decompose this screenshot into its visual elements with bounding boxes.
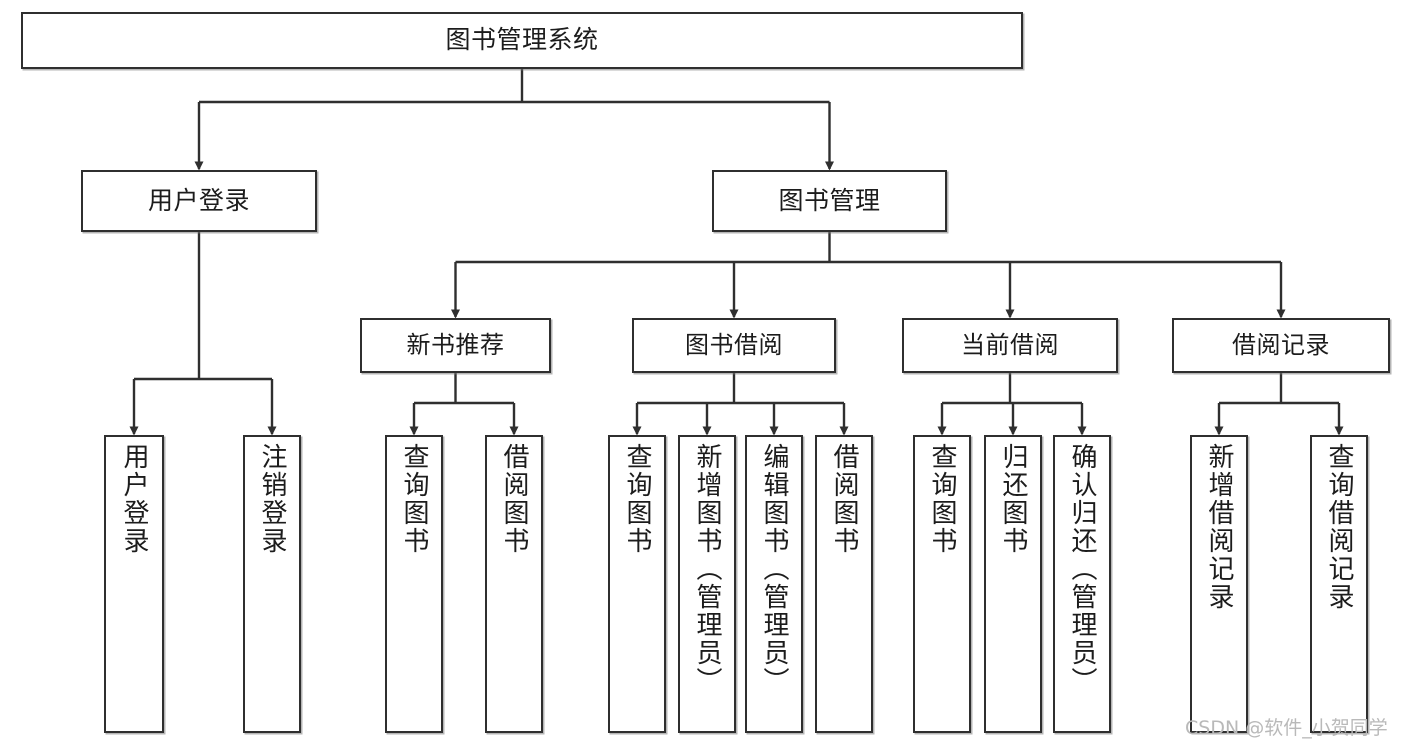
node-borrow-record-label: 借阅记录 bbox=[1232, 330, 1330, 359]
node-leaf-edit-book-admin-label: 编辑图书（管理员） bbox=[759, 443, 789, 695]
node-leaf-user-login-label: 用户登录 bbox=[119, 443, 149, 555]
node-current-borrow-label: 当前借阅 bbox=[961, 330, 1059, 359]
node-leaf-logout-label: 注销登录 bbox=[257, 443, 287, 555]
node-leaf-query-books-recommend-label: 查询图书 bbox=[399, 443, 429, 555]
node-leaf-add-book-admin[interactable]: 新增图书（管理员） bbox=[678, 435, 736, 733]
node-leaf-query-books-borrow[interactable]: 查询图书 bbox=[608, 435, 666, 733]
node-leaf-borrow-books[interactable]: 借阅图书 bbox=[815, 435, 873, 733]
node-leaf-logout[interactable]: 注销登录 bbox=[243, 435, 301, 733]
node-leaf-query-borrow-record-label: 查询借阅记录 bbox=[1324, 443, 1354, 611]
node-leaf-return-books-label: 归还图书 bbox=[998, 443, 1028, 555]
node-user-login[interactable]: 用户登录 bbox=[81, 170, 317, 232]
node-leaf-add-borrow-record-label: 新增借阅记录 bbox=[1204, 443, 1234, 611]
node-leaf-borrow-books-recommend-label: 借阅图书 bbox=[499, 443, 529, 555]
node-leaf-add-borrow-record[interactable]: 新增借阅记录 bbox=[1190, 435, 1248, 733]
node-leaf-query-books-recommend[interactable]: 查询图书 bbox=[385, 435, 443, 733]
node-book-management-label: 图书管理 bbox=[778, 185, 881, 215]
node-leaf-confirm-return-admin[interactable]: 确认归还（管理员） bbox=[1053, 435, 1111, 733]
node-book-borrow[interactable]: 图书借阅 bbox=[632, 318, 836, 373]
node-new-book-recommend[interactable]: 新书推荐 bbox=[360, 318, 551, 373]
node-leaf-add-book-admin-label: 新增图书（管理员） bbox=[692, 443, 722, 695]
node-book-borrow-label: 图书借阅 bbox=[685, 330, 783, 359]
node-user-login-label: 用户登录 bbox=[147, 185, 250, 215]
node-book-management[interactable]: 图书管理 bbox=[712, 170, 947, 232]
node-borrow-record[interactable]: 借阅记录 bbox=[1172, 318, 1390, 373]
node-root-label: 图书管理系统 bbox=[445, 25, 599, 55]
node-leaf-borrow-books-recommend[interactable]: 借阅图书 bbox=[485, 435, 543, 733]
node-leaf-query-borrow-record[interactable]: 查询借阅记录 bbox=[1310, 435, 1368, 733]
node-leaf-query-books-current[interactable]: 查询图书 bbox=[913, 435, 971, 733]
node-leaf-return-books[interactable]: 归还图书 bbox=[984, 435, 1042, 733]
node-leaf-borrow-books-label: 借阅图书 bbox=[829, 443, 859, 555]
node-leaf-query-books-current-label: 查询图书 bbox=[927, 443, 957, 555]
node-leaf-edit-book-admin[interactable]: 编辑图书（管理员） bbox=[745, 435, 803, 733]
node-new-book-recommend-label: 新书推荐 bbox=[406, 330, 505, 359]
csdn-watermark: CSDN @软件_小贺同学 bbox=[1185, 717, 1388, 739]
node-leaf-query-books-borrow-label: 查询图书 bbox=[622, 443, 652, 555]
node-leaf-user-login[interactable]: 用户登录 bbox=[104, 435, 164, 733]
node-leaf-confirm-return-admin-label: 确认归还（管理员） bbox=[1067, 443, 1097, 695]
node-root[interactable]: 图书管理系统 bbox=[21, 12, 1023, 69]
node-current-borrow[interactable]: 当前借阅 bbox=[902, 318, 1118, 373]
